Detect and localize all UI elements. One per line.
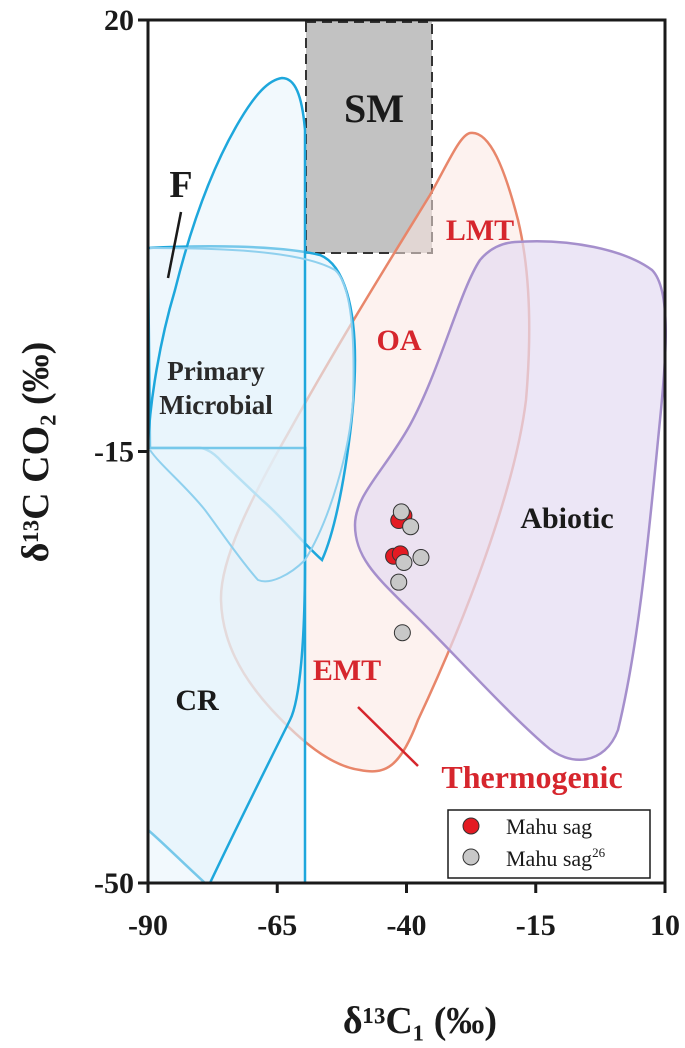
legend: Mahu sag Mahu sag26 — [447, 809, 651, 879]
f-pointer-line — [166, 211, 183, 279]
legend-box — [447, 809, 651, 879]
primary-microbial-inner — [149, 247, 355, 583]
microbial-outline — [146, 76, 307, 885]
region-layer — [146, 21, 668, 885]
legend-entry-mahu26-sup: 26 — [592, 845, 606, 860]
legend-entry-mahu26: Mahu sag26 — [506, 845, 606, 871]
legend-marker-mahu — [462, 817, 480, 835]
mahu-sag-26-point — [390, 573, 408, 591]
sm-region — [305, 21, 433, 254]
points-layer — [385, 503, 430, 642]
x-tick-label: -90 — [128, 909, 168, 942]
legend-entry-mahu26-text: Mahu sag — [506, 846, 592, 871]
emt-label: EMT — [313, 654, 381, 687]
primary-label: Primary — [167, 356, 265, 386]
y-tick-label: 20 — [104, 4, 134, 37]
mahu-sag-26-point — [392, 503, 410, 521]
mahu-sag-26-point — [395, 553, 413, 571]
legend-marker-mahu26 — [462, 848, 480, 866]
legend-entry-mahu: Mahu sag — [506, 814, 592, 839]
cr-label: CR — [175, 684, 219, 717]
sm-label: SM — [344, 86, 404, 131]
y-tick-label: -15 — [94, 436, 134, 469]
thermogenic-pointer-line — [357, 706, 419, 767]
thermogenic-label: Thermogenic — [441, 759, 622, 795]
f-label: F — [169, 164, 192, 206]
y-axis-title: δ¹³C CO₂ (‰) — [15, 342, 57, 563]
x-tick-label: -15 — [516, 909, 556, 942]
microbial-label: Microbial — [159, 390, 273, 420]
y-tick-label: -50 — [94, 867, 134, 900]
x-tick-label: 10 — [650, 909, 680, 942]
tick-layer — [138, 18, 667, 893]
mahu-sag-26-point — [393, 624, 411, 642]
mahu-sag-26-point — [412, 549, 430, 567]
mahu-sag-26-point — [402, 518, 420, 536]
oa-label: OA — [377, 324, 422, 357]
x-tick-label: -40 — [387, 909, 427, 942]
x-axis-title: δ¹³C₁ (‰) — [343, 1000, 497, 1042]
abiotic-label: Abiotic — [520, 502, 613, 535]
x-tick-label: -65 — [257, 909, 297, 942]
lmt-label: LMT — [446, 214, 514, 247]
